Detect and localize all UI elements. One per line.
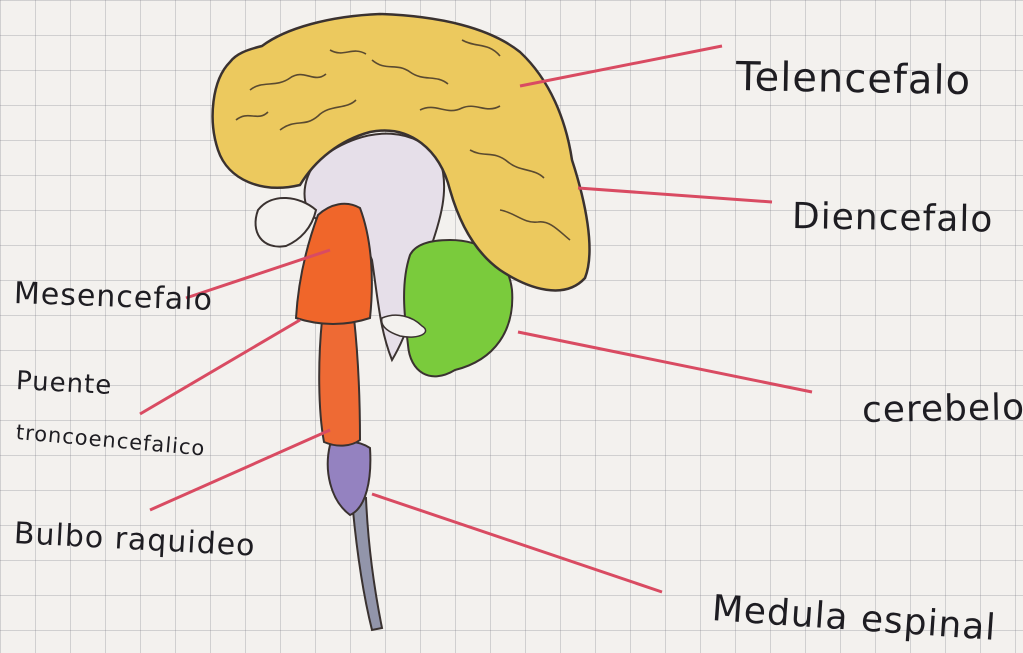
pointer-cerebelo: [518, 332, 812, 392]
medula-espinal-structure: [352, 498, 382, 630]
pointer-telencefalo: [520, 46, 722, 86]
pointer-medula: [372, 494, 662, 592]
pointer-puente: [140, 320, 300, 414]
label-puente-line1: Puente: [15, 366, 113, 401]
label-mesencefalo: Mesencefalo: [13, 276, 213, 318]
pointer-diencefalo: [578, 188, 772, 202]
label-telencefalo: Telencefalo: [736, 54, 972, 104]
label-diencefalo: Diencefalo: [792, 196, 994, 241]
puente-structure: [319, 318, 360, 446]
label-cerebelo: cerebelo: [862, 387, 1023, 431]
white-lobe-structure: [256, 198, 316, 247]
